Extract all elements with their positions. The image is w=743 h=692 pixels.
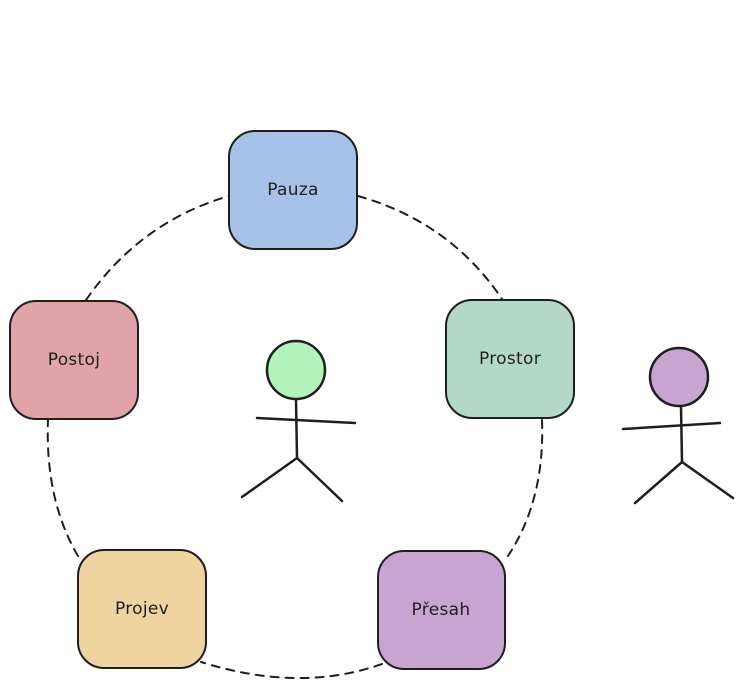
figure-inside-body bbox=[294, 397, 299, 460]
node-postoj-label: Postoj bbox=[48, 350, 101, 370]
edge-prostor-presah bbox=[507, 419, 544, 557]
figure-outside-left-leg bbox=[633, 460, 684, 505]
node-pauza-label: Pauza bbox=[267, 180, 319, 200]
figure-inside bbox=[240, 339, 357, 503]
figure-inside-head-icon bbox=[265, 339, 327, 401]
node-prostor-label: Prostor bbox=[479, 349, 541, 369]
figure-outside bbox=[621, 346, 735, 505]
edge-projev-postoj bbox=[46, 419, 79, 557]
node-projev[interactable]: Projev bbox=[77, 549, 207, 669]
figure-outside-arms bbox=[621, 421, 722, 431]
figure-outside-body bbox=[679, 404, 684, 464]
figure-outside-head-icon bbox=[648, 346, 710, 408]
node-presah[interactable]: Přesah bbox=[377, 550, 506, 670]
node-presah-label: Přesah bbox=[412, 600, 471, 620]
node-projev-label: Projev bbox=[115, 599, 169, 619]
node-prostor-box[interactable] bbox=[445, 299, 575, 419]
node-prostor[interactable]: Prostor bbox=[445, 299, 575, 419]
node-postoj-box[interactable] bbox=[9, 300, 139, 420]
edge-pauza-prostor bbox=[357, 195, 503, 300]
edge-presah-projev bbox=[200, 661, 383, 679]
figure-inside-right-leg bbox=[295, 456, 344, 503]
connectors bbox=[46, 195, 544, 679]
edge-postoj-pauza bbox=[85, 195, 230, 301]
node-pauza-box[interactable] bbox=[228, 130, 358, 250]
figure-inside-arms bbox=[255, 416, 357, 425]
figure-inside-left-leg bbox=[240, 456, 299, 499]
node-pauza[interactable]: Pauza bbox=[228, 130, 358, 250]
node-projev-box[interactable] bbox=[77, 549, 207, 669]
node-presah-box[interactable] bbox=[377, 550, 506, 670]
node-postoj[interactable]: Postoj bbox=[9, 300, 139, 420]
figure-outside-right-leg bbox=[680, 460, 735, 500]
